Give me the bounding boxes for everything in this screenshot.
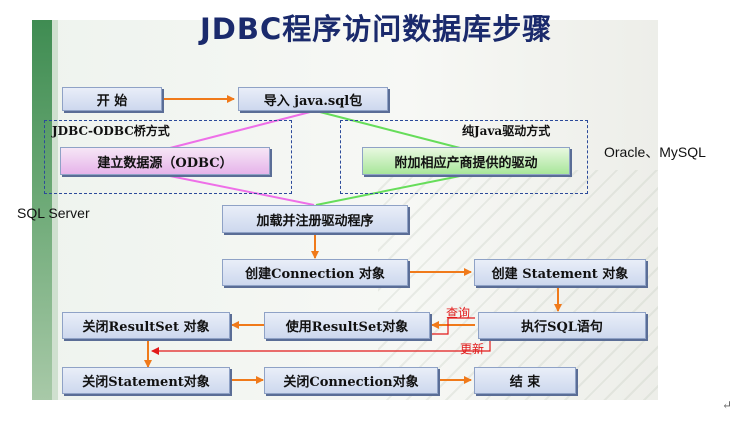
pink-route-1 [169,110,315,149]
update-label: 更新 [460,342,485,356]
node-load-register-driver: 加载并注册驱动程序 [222,205,408,233]
pure-java-group-label: 纯Java驱动方式 [462,124,551,138]
node-close-resultset: 关闭ResultSet 对象 [62,312,230,339]
node-create-connection: 创建Connection 对象 [222,259,408,286]
diagram-title: JDBC程序访问数据库步骤 [200,12,553,46]
node-create-data-source: 建立数据源（ODBC） [60,147,270,175]
node-execute-sql: 执行SQL语句 [478,312,646,339]
paragraph-mark: ↵ [722,398,733,412]
query-label: 查询 [446,306,471,320]
pink-route-2 [169,175,315,206]
green-route-2 [315,175,461,206]
node-close-statement: 关闭Statement对象 [62,367,230,394]
node-start: 开 始 [62,87,162,111]
left-stripe [32,20,52,400]
pure-java-group [340,120,588,194]
node-end: 结 束 [474,367,576,394]
node-import-java-sql: 导入 java.sql包 [238,87,388,111]
left-stripe-light [52,20,58,400]
node-use-resultset: 使用ResultSet对象 [264,312,430,339]
node-close-connection: 关闭Connection对象 [264,367,438,394]
node-vendor-driver: 附加相应产商提供的驱动 [362,147,570,175]
green-route-1 [315,110,461,149]
label-oracle-mysql: Oracle、MySQL [604,144,706,160]
node-create-statement: 创建 Statement 对象 [474,259,646,286]
label-sql-server: SQL Server [17,205,90,221]
red-update-line [151,339,491,355]
red-query-line [432,317,475,335]
odbc-group-label: JDBC-ODBC桥方式 [52,124,170,138]
odbc-group [44,120,292,194]
